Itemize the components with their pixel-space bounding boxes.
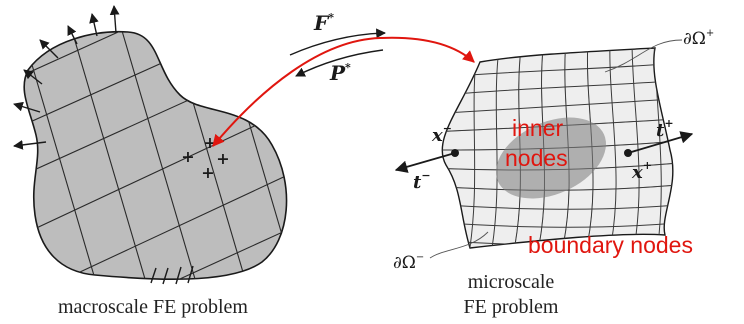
- x-plus-node: [624, 149, 632, 157]
- f-star-label: F*: [313, 11, 334, 35]
- annotations: inner nodes boundary nodes: [505, 115, 693, 258]
- support-hatch-3: [175, 266, 182, 285]
- traction-arrows: [13, 5, 120, 150]
- support-hatches: [150, 265, 194, 285]
- x-minus-node: [451, 149, 459, 157]
- traction-arrow-1: [13, 140, 47, 150]
- plus-marker: +: [201, 163, 214, 182]
- inner-nodes-label-line2: nodes: [505, 145, 568, 171]
- micro-caption-line1: microscale: [468, 271, 555, 293]
- scale-transition: [212, 28, 475, 147]
- macroscale-body: + + + +: [13, 5, 288, 285]
- traction-arrow-3: [23, 69, 43, 85]
- omega-minus-label: ∂Ω−: [393, 252, 424, 273]
- plus-marker: +: [181, 147, 194, 166]
- support-hatch-2: [162, 267, 169, 285]
- t-plus-label: t+: [656, 117, 674, 141]
- omega-minus-leader: [429, 231, 489, 259]
- support-hatch-4: [187, 265, 194, 284]
- support-hatch-1: [150, 267, 157, 284]
- inner-nodes-label-line1: inner: [512, 115, 563, 141]
- boundary-nodes-label: boundary nodes: [528, 232, 693, 258]
- omega-plus-label: ∂Ω+: [683, 28, 714, 49]
- traction-arrow-5: [67, 25, 78, 45]
- x-minus-label: x−: [431, 122, 452, 146]
- microscale-rve: [394, 39, 694, 259]
- rve-mesh-over-inclusion: [442, 48, 673, 248]
- traction-arrow-6: [89, 13, 99, 37]
- t-plus-arrow: [627, 131, 694, 154]
- macro-caption: macroscale FE problem: [58, 296, 248, 318]
- micro-caption-line2: FE problem: [464, 296, 559, 318]
- t-minus-label: t−: [413, 169, 431, 193]
- traction-arrow-7: [109, 5, 120, 34]
- t-minus-arrow: [394, 152, 456, 173]
- omega-plus-leader: [604, 39, 683, 73]
- traction-arrow-4: [39, 39, 59, 59]
- inclusion-region: [496, 117, 606, 199]
- traction-arrow-2: [13, 101, 41, 113]
- math-labels: F* P* x− t− t+ x+ ∂Ω+ ∂Ω−: [313, 11, 714, 273]
- p-star-label: P*: [329, 61, 351, 85]
- macro-body-shape: [23, 30, 288, 281]
- captions: macroscale FE problem microscale FE prob…: [58, 271, 559, 318]
- coupling-arrow: [212, 36, 475, 147]
- plus-marker: +: [216, 149, 229, 168]
- x-plus-label: x+: [631, 159, 652, 183]
